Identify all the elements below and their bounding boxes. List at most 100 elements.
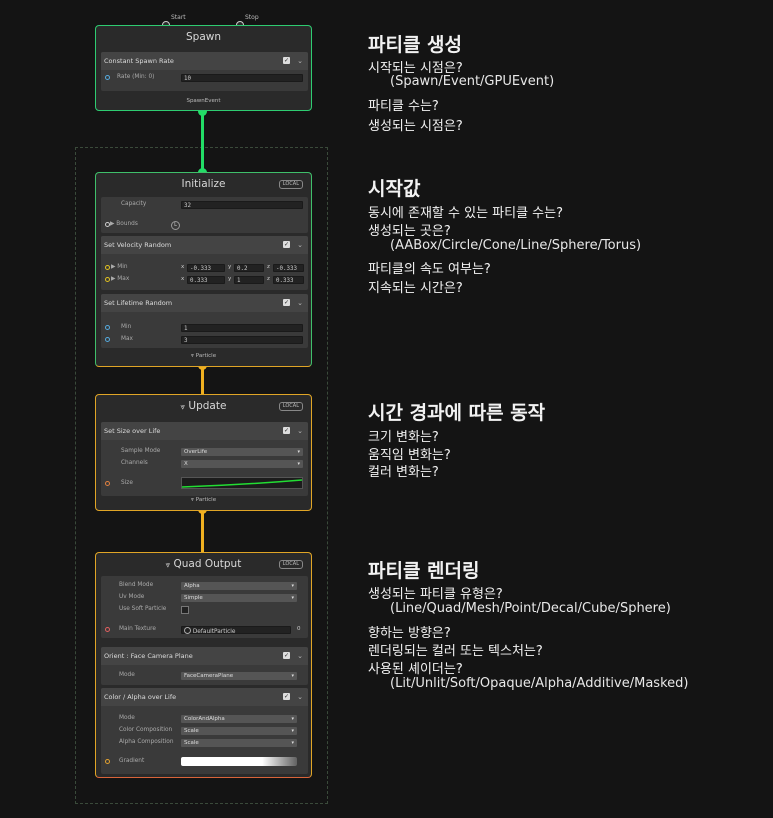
block-title: Set Size over Life	[104, 427, 161, 435]
input-port-icon[interactable]	[105, 75, 110, 80]
input-port-icon[interactable]	[105, 759, 110, 764]
dropdown-arrow-icon: ▾	[291, 739, 294, 746]
alpha-composition-row: Alpha Composition Scale ▾	[101, 737, 308, 748]
input-port-icon[interactable]	[105, 265, 110, 270]
alpha-composition-dropdown[interactable]: Scale ▾	[181, 738, 297, 747]
output-properties-block: Blend Mode Alpha ▾ Uv Mode Simple ▾ Use …	[101, 576, 308, 638]
spawn-context[interactable]: Spawn Constant Spawn Rate ✓ ⌄ Rate (Min:…	[95, 25, 312, 111]
lifetime-min-row: Min 1	[101, 322, 308, 333]
input-port-icon[interactable]	[105, 277, 110, 282]
color-alpha-over-life-block[interactable]: Color / Alpha over Life ✓ ⌄ Mode ColorAn…	[101, 688, 308, 774]
channels-label: Channels	[121, 460, 148, 466]
soft-particle-checkbox[interactable]	[181, 606, 189, 614]
blend-mode-value: Alpha	[184, 582, 200, 589]
max-x-field[interactable]: 0.333	[187, 275, 225, 284]
set-size-over-life-block[interactable]: Set Size over Life ✓ ⌄ Sample Mode OverL…	[101, 422, 308, 496]
max-y-field[interactable]: 1	[234, 275, 264, 284]
input-port-icon[interactable]	[105, 337, 110, 342]
particle-label: Particle	[195, 353, 217, 359]
set-velocity-random-block[interactable]: Set Velocity Random ✓ ⌄ ▶ Min x -0.333 y…	[101, 236, 308, 290]
note-line: 생성되는 시점은?	[368, 119, 463, 134]
size-curve-field[interactable]	[181, 477, 303, 489]
min-z-field[interactable]: -0.333	[273, 263, 304, 272]
set-lifetime-random-block[interactable]: Set Lifetime Random ✓ ⌄ Min 1 Max 3	[101, 294, 308, 348]
lifetime-min-field[interactable]: 1	[181, 323, 303, 332]
note-line: 시작되는 시점은?	[368, 61, 463, 76]
input-port-icon[interactable]	[105, 481, 110, 486]
max-z-field[interactable]: 0.333	[273, 275, 304, 284]
chevron-down-icon[interactable]: ⌄	[297, 299, 303, 307]
orient-block[interactable]: Orient : Face Camera Plane ✓ ⌄ Mode Face…	[101, 647, 308, 685]
rate-field[interactable]: 10	[181, 73, 303, 82]
local-badge[interactable]: LOCAL	[278, 560, 303, 569]
alpha-composition-value: Scale	[184, 739, 199, 746]
rate-label: Rate (Min: 0)	[117, 74, 155, 80]
blend-mode-dropdown[interactable]: Alpha ▾	[181, 581, 297, 590]
color-mode-dropdown[interactable]: ColorAndAlpha ▾	[181, 714, 297, 723]
dropdown-arrow-icon: ▾	[297, 448, 300, 455]
spawn-stop-label: Stop	[245, 14, 259, 21]
block-header: Set Size over Life ✓ ⌄	[101, 422, 308, 440]
chevron-down-icon[interactable]: ⌄	[297, 241, 303, 249]
note-line: 생성되는 곳은?	[368, 224, 451, 239]
channels-dropdown[interactable]: X ▾	[181, 459, 303, 468]
input-port-icon[interactable]	[105, 222, 110, 227]
orient-mode-row: Mode FaceCameraPlane ▾	[101, 670, 308, 681]
lifetime-max-field[interactable]: 3	[181, 335, 303, 344]
enable-checkbox[interactable]: ✓	[283, 652, 290, 659]
update-title: Update	[188, 400, 227, 412]
max-label[interactable]: ▶ Max	[111, 276, 130, 282]
uv-mode-row: Uv Mode Simple ▾	[101, 592, 308, 603]
sample-mode-value: OverLife	[184, 448, 208, 455]
update-context[interactable]: ⩔ Update LOCAL Set Size over Life ✓ ⌄ Sa…	[95, 394, 312, 511]
initialize-context[interactable]: Initialize LOCAL Capacity 32 ▶ Bounds L …	[95, 172, 312, 367]
constant-spawn-rate-block[interactable]: Constant Spawn Rate ✓ ⌄ Rate (Min: 0) 10	[101, 52, 308, 91]
sample-mode-dropdown[interactable]: OverLife ▾	[181, 447, 303, 456]
quad-output-context[interactable]: ⩔ Quad Output LOCAL Blend Mode Alpha ▾ U…	[95, 552, 312, 778]
particle-output-label: ⩔ Particle	[96, 353, 311, 360]
z-label: z	[267, 276, 270, 282]
color-composition-dropdown[interactable]: Scale ▾	[181, 726, 297, 735]
chevron-down-icon[interactable]: ⌄	[297, 57, 303, 65]
output-icon: ⩔	[165, 560, 171, 569]
bounds-label[interactable]: ▶ Bounds	[110, 221, 138, 227]
chevron-down-icon[interactable]: ⌄	[297, 693, 303, 701]
rate-row: Rate (Min: 0) 10	[101, 72, 308, 83]
particle-icon: ⩔	[190, 497, 195, 503]
min-y-field[interactable]: 0.2	[234, 263, 264, 272]
local-badge[interactable]: LOCAL	[278, 402, 303, 411]
orient-mode-dropdown[interactable]: FaceCameraPlane ▾	[181, 671, 297, 680]
orient-mode-value: FaceCameraPlane	[184, 672, 234, 679]
gradient-field[interactable]	[181, 757, 297, 766]
z-label: z	[267, 264, 270, 270]
size-label: Size	[121, 480, 133, 486]
enable-checkbox[interactable]: ✓	[283, 299, 290, 306]
enable-checkbox[interactable]: ✓	[283, 427, 290, 434]
chevron-down-icon[interactable]: ⌄	[297, 652, 303, 660]
spawn-to-initialize-link	[201, 110, 204, 172]
enable-checkbox[interactable]: ✓	[283, 241, 290, 248]
update-title-row: ⩔ Update	[96, 400, 311, 412]
chevron-down-icon[interactable]: ⌄	[297, 427, 303, 435]
enable-checkbox[interactable]: ✓	[283, 693, 290, 700]
block-header: Constant Spawn Rate ✓ ⌄	[101, 52, 308, 70]
update-to-output-link	[201, 508, 204, 552]
capacity-field[interactable]: 32	[181, 200, 303, 209]
input-port-icon[interactable]	[105, 325, 110, 330]
initialize-to-update-link	[201, 364, 204, 394]
soft-particle-label: Use Soft Particle	[119, 606, 167, 612]
note-line: 생성되는 파티클 유형은?	[368, 587, 503, 602]
local-badge[interactable]: LOCAL	[278, 180, 303, 189]
local-space-icon[interactable]: L	[171, 221, 180, 230]
enable-checkbox[interactable]: ✓	[283, 57, 290, 64]
x-label: x	[181, 264, 185, 270]
uv-mode-dropdown[interactable]: Simple ▾	[181, 593, 297, 602]
block-header: Set Lifetime Random ✓ ⌄	[101, 294, 308, 312]
input-port-icon[interactable]	[105, 627, 110, 632]
note-line: 움직임 변화는?	[368, 448, 451, 463]
min-x-field[interactable]: -0.333	[187, 263, 225, 272]
texture-icon	[184, 626, 191, 634]
min-label[interactable]: ▶ Min	[111, 264, 128, 270]
main-texture-field[interactable]: DefaultParticle	[181, 625, 291, 635]
note-line: (Line/Quad/Mesh/Point/Decal/Cube/Sphere)	[390, 601, 671, 616]
